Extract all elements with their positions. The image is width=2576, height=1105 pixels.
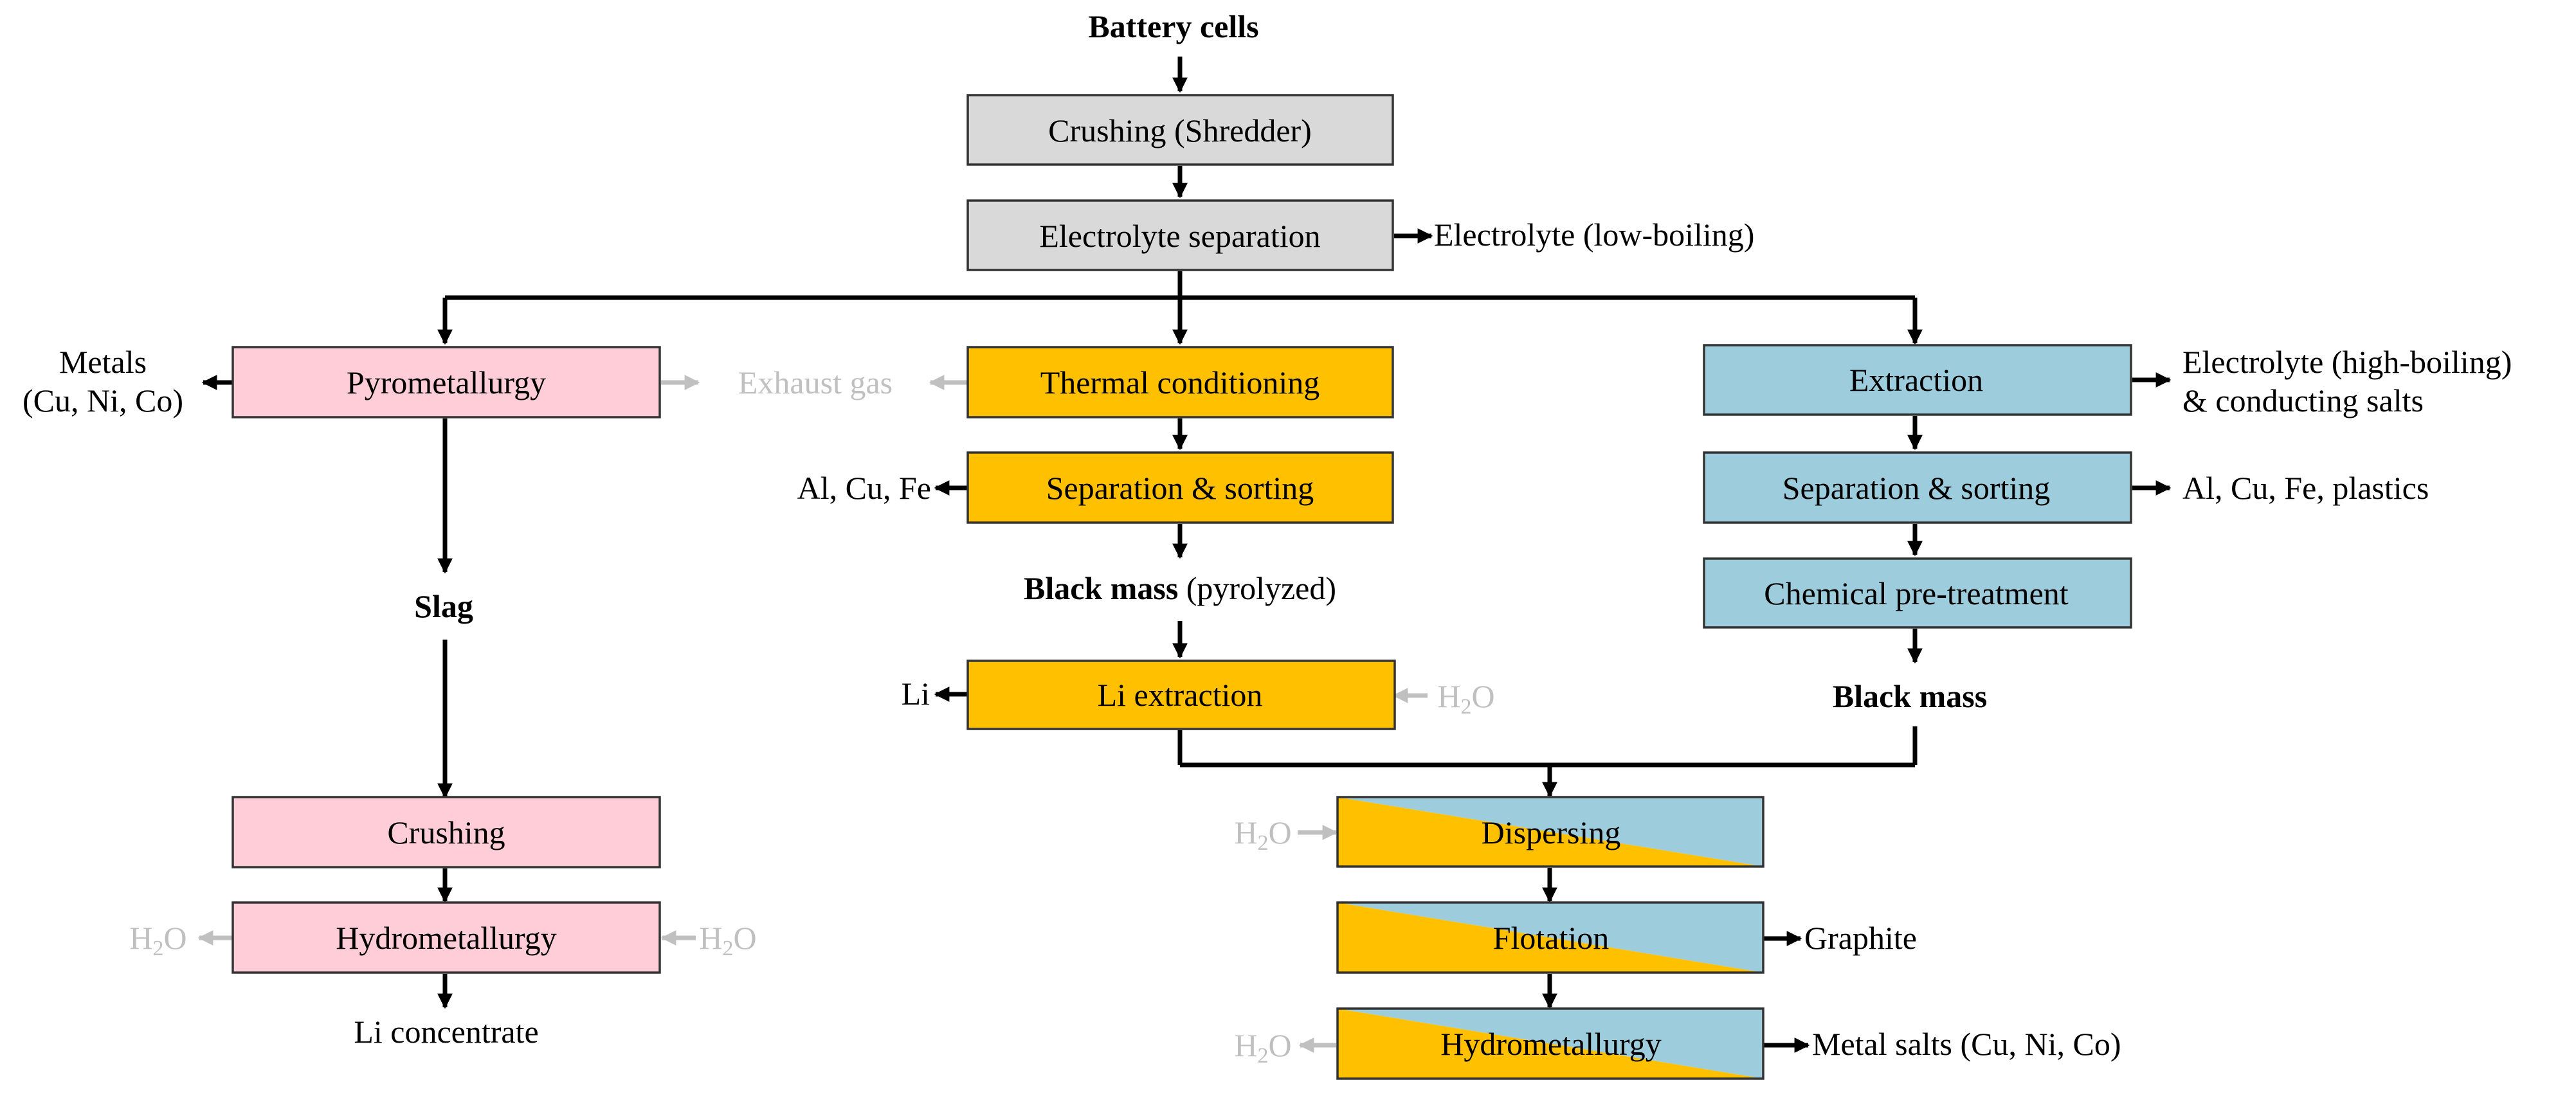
label-chemical-pretreatment: Chemical pre-treatment bbox=[1764, 575, 2068, 611]
label-dispersing: Dispersing bbox=[1482, 814, 1621, 850]
box-dispersing bbox=[1336, 796, 1764, 868]
label-separation-sorting-thermal: Separation & sorting bbox=[1046, 470, 1314, 506]
label-exhaust-gas: Exhaust gas bbox=[738, 364, 893, 400]
label-h2o-pyro-right: H2O bbox=[699, 920, 756, 960]
label-battery-cells: Battery cells bbox=[1088, 8, 1258, 44]
box-thermal-conditioning bbox=[966, 346, 1394, 418]
label-crushing-shredder: Crushing (Shredder) bbox=[1048, 112, 1312, 148]
label-black-mass-pyrolyzed: Black mass (pyrolyzed) bbox=[1024, 570, 1336, 606]
label-flotation: Flotation bbox=[1493, 920, 1610, 956]
connectors bbox=[197, 57, 2172, 1053]
label-li-extraction: Li extraction bbox=[1098, 677, 1263, 713]
box-hydrometallurgy-joint bbox=[1336, 1007, 1764, 1080]
label-black-mass: Black mass bbox=[1833, 678, 1987, 714]
label-pyrometallurgy: Pyrometallurgy bbox=[347, 364, 546, 400]
label-li: Li bbox=[902, 676, 930, 712]
box-separation-sorting-extraction bbox=[1703, 451, 2132, 524]
label-al-cu-fe-plastics: Al, Cu, Fe, plastics bbox=[2182, 470, 2429, 506]
box-electrolyte-separation bbox=[966, 199, 1394, 271]
labels: Battery cells Crushing (Shredder) Electr… bbox=[23, 8, 2512, 1068]
box-separation-sorting-thermal bbox=[966, 451, 1394, 524]
label-extraction: Extraction bbox=[1849, 362, 1983, 398]
label-hydrometallurgy-pyro: Hydrometallurgy bbox=[336, 920, 556, 956]
process-boxes bbox=[231, 94, 2132, 1080]
label-graphite: Graphite bbox=[1804, 920, 1917, 956]
label-metals-elements: (Cu, Ni, Co) bbox=[23, 382, 183, 418]
box-flotation bbox=[1336, 901, 1764, 974]
label-h2o-hydro-joint: H2O bbox=[1234, 1027, 1291, 1068]
label-h2o-li-extraction: H2O bbox=[1437, 678, 1494, 719]
label-slag: Slag bbox=[414, 588, 473, 624]
label-conducting-salts: & conducting salts bbox=[2182, 382, 2424, 418]
label-crushing: Crushing bbox=[387, 814, 505, 850]
label-metals: Metals bbox=[59, 344, 147, 380]
box-li-extraction bbox=[966, 660, 1396, 730]
box-pyrometallurgy bbox=[231, 346, 661, 418]
label-metal-salts: Metal salts (Cu, Ni, Co) bbox=[1812, 1026, 2121, 1062]
box-chemical-pretreatment bbox=[1703, 557, 2132, 629]
box-extraction bbox=[1703, 344, 2132, 416]
label-thermal-conditioning: Thermal conditioning bbox=[1040, 364, 1320, 400]
label-al-cu-fe: Al, Cu, Fe bbox=[797, 470, 931, 506]
box-hydrometallurgy-pyro bbox=[231, 901, 661, 974]
label-h2o-pyro-left: H2O bbox=[129, 920, 186, 960]
label-electrolyte-low-boiling: Electrolyte (low-boiling) bbox=[1434, 217, 1754, 253]
label-separation-sorting-extraction: Separation & sorting bbox=[1782, 470, 2051, 506]
label-hydrometallurgy-joint: Hydrometallurgy bbox=[1440, 1026, 1661, 1062]
label-electrolyte-separation: Electrolyte separation bbox=[1039, 218, 1320, 254]
label-li-concentrate: Li concentrate bbox=[354, 1014, 538, 1050]
label-h2o-dispersing: H2O bbox=[1234, 814, 1291, 855]
label-electrolyte-high-boiling: Electrolyte (high-boiling) bbox=[2182, 344, 2512, 380]
box-crushing bbox=[231, 796, 661, 868]
box-crushing-shredder bbox=[966, 94, 1394, 166]
